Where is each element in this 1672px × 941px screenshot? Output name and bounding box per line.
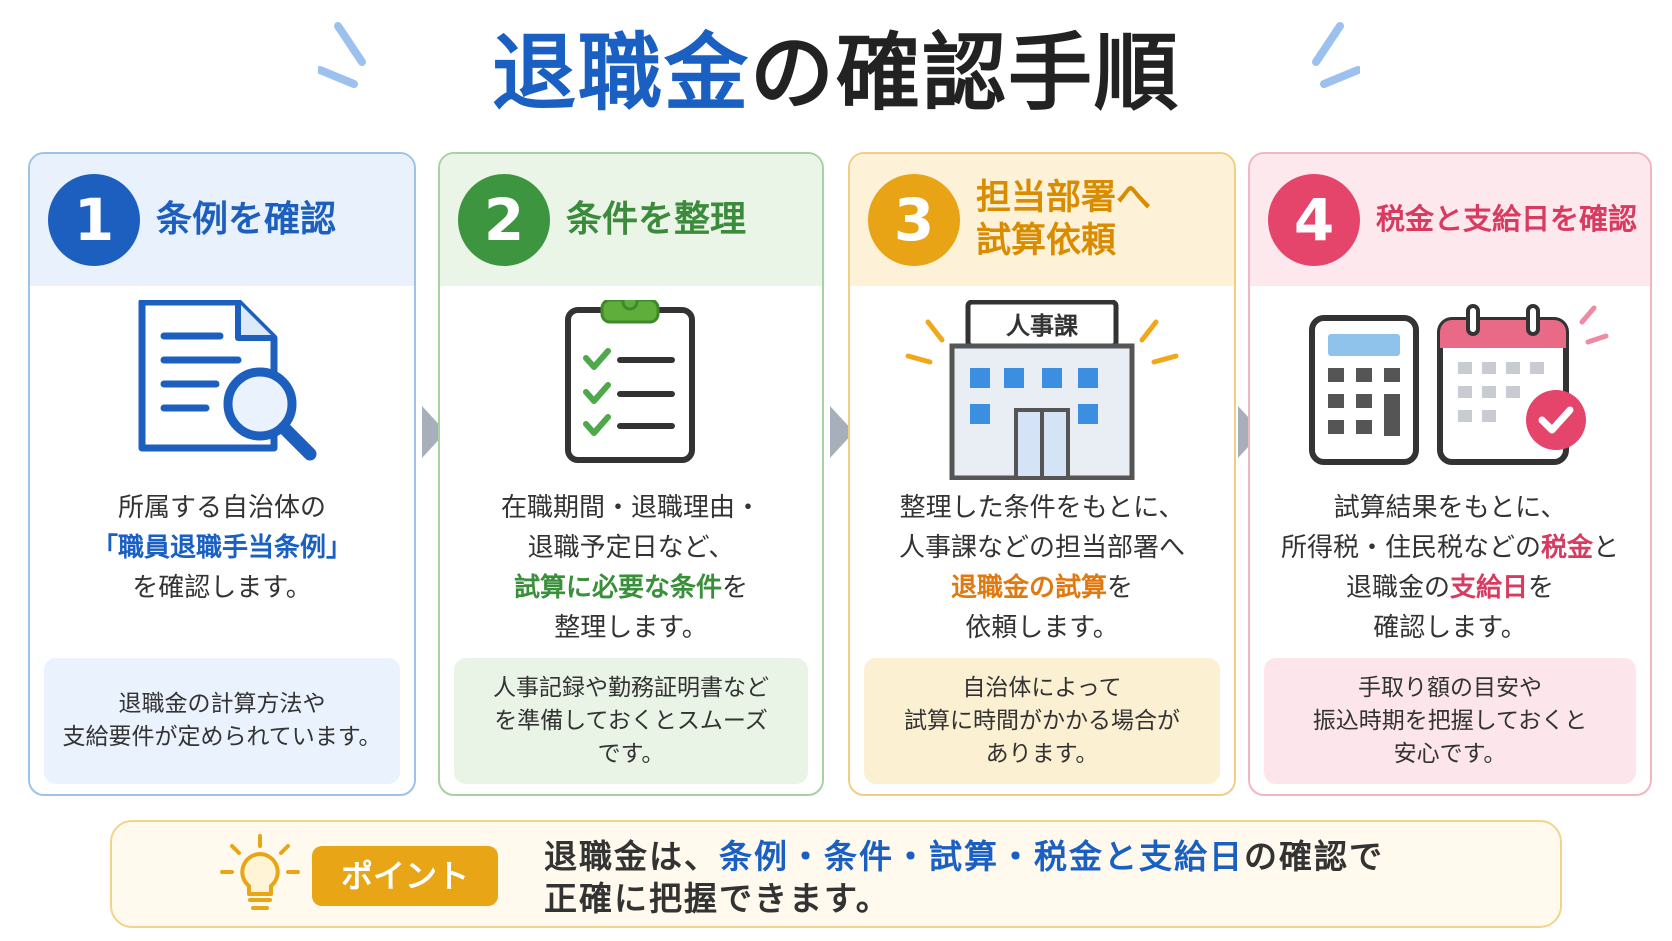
desc-line: 所属する自治体の xyxy=(117,493,326,523)
arrow-right-icon xyxy=(830,406,854,458)
desc-text: を xyxy=(1107,573,1134,603)
step-card-1: 1 条例を確認 所属する自治体の 「職員退職手当条例」 を確認します。 退職金の… xyxy=(28,152,416,796)
step-note: 自治体によって試算に時間がかかる場合があります。 xyxy=(864,658,1220,784)
note-line: 手取り額の目安や xyxy=(1358,674,1542,701)
title-area: 退職金の確認手順 xyxy=(0,18,1672,128)
step-title: 条件を整理 xyxy=(566,154,814,286)
desc-highlight: 税金 xyxy=(1540,533,1593,563)
desc-line: 退職予定日など、 xyxy=(527,533,735,563)
desc-line: を確認します。 xyxy=(132,573,312,603)
note-line: 人事記録や勤務証明書など xyxy=(493,674,769,701)
step-title: 担当部署へ試算依頼 xyxy=(976,154,1226,286)
desc-text: 所得税・住民税などの xyxy=(1280,533,1541,563)
sparkle-left-icon xyxy=(318,22,366,88)
clipboard-checklist-icon xyxy=(565,300,695,463)
building-icon: 人事課 xyxy=(905,300,1179,480)
point-badge: ポイント xyxy=(312,846,498,906)
point-keywords: 条例・条件・試算・税金と支給日 xyxy=(719,837,1244,876)
desc-text: を xyxy=(1528,573,1555,603)
title-accent: 退職金 xyxy=(491,24,750,122)
step-description: 在職期間・退職理由・ 退職予定日など、 試算に必要な条件を 整理します。 xyxy=(450,488,812,648)
step-description: 整理した条件をもとに、 人事課などの担当部署へ 退職金の試算を 依頼します。 xyxy=(860,488,1224,648)
point-text-part: 退職金は、 xyxy=(544,837,719,876)
step-number: 1 xyxy=(48,174,140,266)
step-card-3: 3 担当部署へ試算依頼 人事課 整理した条件をもとに、 人事課などの担当部署へ … xyxy=(848,152,1236,796)
desc-text: を xyxy=(722,573,749,603)
sparkle-right-icon xyxy=(1312,22,1360,88)
step-header: 3 担当部署へ試算依頼 xyxy=(850,154,1234,286)
desc-line: 試算結果をもとに、 xyxy=(1333,493,1567,523)
note-line: 試算に時間がかかる場合が xyxy=(904,707,1180,734)
note-line: 退職金の計算方法や xyxy=(118,691,326,717)
desc-highlight: 「職員退職手当条例」 xyxy=(91,533,352,563)
step-number: 4 xyxy=(1268,174,1360,266)
desc-highlight: 試算に必要な条件 xyxy=(513,573,722,603)
arrow-right-icon xyxy=(422,406,446,458)
step-title-line: 担当部署へ xyxy=(976,178,1152,219)
note-line: です。 xyxy=(597,740,665,767)
step-card-4: 4 税金と支給日を確認 試算結果をもとに、 所得税・住民税などの税金と 退 xyxy=(1248,152,1652,796)
point-text: 退職金は、条例・条件・試算・税金と支給日の確認で 正確に把握できます。 xyxy=(544,836,1540,920)
title-rest: の確認手順 xyxy=(750,24,1181,122)
note-line: 自治体によって xyxy=(962,674,1122,701)
step-title-line: 条件を整理 xyxy=(566,199,747,241)
note-line: あります。 xyxy=(985,740,1099,767)
desc-line: 在職期間・退職理由・ xyxy=(500,493,761,523)
calculator-calendar-icon xyxy=(1309,304,1609,465)
step-title-line: 税金と支給日を確認 xyxy=(1376,202,1638,237)
step-number: 2 xyxy=(458,174,550,266)
note-line: 支給要件が定められています。 xyxy=(62,724,382,750)
point-box: ポイント 退職金は、条例・条件・試算・税金と支給日の確認で 正確に把握できます。 xyxy=(110,820,1562,928)
desc-line: 依頼します。 xyxy=(965,613,1119,643)
step-title-line: 条例を確認 xyxy=(156,199,337,241)
note-line: 振込時期を把握しておくと xyxy=(1312,707,1588,734)
step-title-line: 試算依頼 xyxy=(976,221,1117,261)
note-line: 安心です。 xyxy=(1393,740,1507,767)
desc-text: 退職金の xyxy=(1345,573,1450,603)
step-header: 4 税金と支給日を確認 xyxy=(1250,154,1650,286)
step-number: 3 xyxy=(868,174,960,266)
lightbulb-icon xyxy=(220,834,300,910)
step-description: 所属する自治体の 「職員退職手当条例」 を確認します。 xyxy=(40,488,404,608)
desc-line: 整理した条件をもとに、 xyxy=(899,493,1185,523)
desc-highlight: 支給日 xyxy=(1449,573,1528,603)
building-sign-label: 人事課 xyxy=(1006,312,1079,340)
step-description: 試算結果をもとに、 所得税・住民税などの税金と 退職金の支給日を 確認します。 xyxy=(1260,488,1640,648)
desc-line: 整理します。 xyxy=(554,613,708,643)
step-header: 2 条件を整理 xyxy=(440,154,822,286)
step-note: 人事記録や勤務証明書などを準備しておくとスムーズです。 xyxy=(454,658,808,784)
page-title: 退職金の確認手順 xyxy=(0,18,1672,128)
point-text-line: 正確に把握できます。 xyxy=(544,879,891,918)
step-note: 退職金の計算方法や支給要件が定められています。 xyxy=(44,658,400,784)
step-title: 条例を確認 xyxy=(156,154,406,286)
note-line: を準備しておくとスムーズ xyxy=(494,707,768,734)
desc-line: 確認します。 xyxy=(1373,613,1527,643)
document-search-icon xyxy=(138,300,317,461)
step-header: 1 条例を確認 xyxy=(30,154,414,286)
step-title: 税金と支給日を確認 xyxy=(1376,154,1642,286)
desc-line: 人事課などの担当部署へ xyxy=(898,533,1185,563)
desc-highlight: 退職金の試算 xyxy=(950,573,1107,603)
desc-text: と xyxy=(1593,533,1620,563)
step-note: 手取り額の目安や振込時期を把握しておくと安心です。 xyxy=(1264,658,1636,784)
point-text-part: の確認で xyxy=(1244,837,1384,876)
step-card-2: 2 条件を整理 在職期間・退職理由・ 退職予定日など、 試算に必要な条件を 整理… xyxy=(438,152,824,796)
